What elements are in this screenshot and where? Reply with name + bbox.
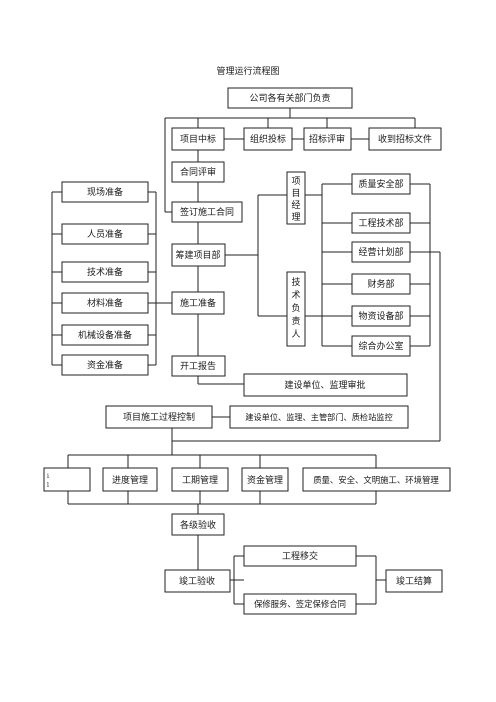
node-completion-acceptance: 竣工验收 xyxy=(164,569,231,593)
prep-item: 机械设备准备 xyxy=(61,324,149,346)
node-tech-lead: 技术负责人 xyxy=(286,271,306,347)
prep-item-label: 现场准备 xyxy=(87,186,123,198)
node-start-report: 开工报告 xyxy=(171,355,226,377)
svg-text:合同评审: 合同评审 xyxy=(180,166,216,178)
department-label: 经营计划部 xyxy=(358,246,403,258)
prep-item: 人员准备 xyxy=(61,223,149,245)
svg-text:组织投标: 组织投标 xyxy=(250,133,286,145)
chart-title: 管理运行流程图 xyxy=(216,65,279,77)
svg-text:开工报告: 开工报告 xyxy=(180,360,216,372)
department: 经营计划部 xyxy=(351,241,411,263)
prep-item-label: 资金准备 xyxy=(87,359,123,371)
prep-item: 材料准备 xyxy=(61,292,149,314)
node-sign-contract: 签订施工合同 xyxy=(171,201,243,223)
svg-text:竣工结算: 竣工结算 xyxy=(396,575,432,587)
department: 质量安全部 xyxy=(351,173,411,195)
node-project-manager: 项目经理 xyxy=(286,171,306,225)
svg-text:质量、安全、文明施工、环境管理: 质量、安全、文明施工、环境管理 xyxy=(313,475,439,485)
node-approval: 建设单位、监理审批 xyxy=(243,373,408,397)
node-prep-dept: 筹建项目部 xyxy=(171,243,226,267)
department-label: 财务部 xyxy=(367,278,394,290)
prep-item: 技术准备 xyxy=(61,261,149,283)
node-process-control: 项目施工过程控制 xyxy=(105,405,213,429)
node-company-depts: 公司各有关部门负责 xyxy=(227,87,353,109)
department-label: 物资设备部 xyxy=(358,310,403,322)
node-construction-prep: 施工准备 xyxy=(171,291,225,315)
svg-text:收到招标文件: 收到招标文件 xyxy=(378,133,432,145)
node-organize-bid: 组织投标 xyxy=(243,127,293,151)
svg-text:工程移交: 工程移交 xyxy=(282,550,318,562)
node-receive-docs: 收到招标文件 xyxy=(368,127,442,151)
prep-item-label: 材料准备 xyxy=(87,297,123,309)
svg-text:进度管理: 进度管理 xyxy=(112,474,148,486)
prep-item-label: 人员准备 xyxy=(87,228,123,240)
svg-text:建设单位、监理审批: 建设单位、监理审批 xyxy=(284,379,365,391)
svg-text:项目中标: 项目中标 xyxy=(180,133,216,145)
node-period-mgmt: 工期管理 xyxy=(171,467,229,492)
prep-item-label: 技术准备 xyxy=(87,266,123,278)
node-bid-review: 招标评审 xyxy=(303,127,352,151)
svg-text:保修服务、签定保修合同: 保修服务、签定保修合同 xyxy=(254,599,346,609)
node-quality-mgmt: 质量、安全、文明施工、环境管理 xyxy=(302,467,451,492)
svg-text:项目经理: 项目经理 xyxy=(291,176,300,223)
svg-text:工期管理: 工期管理 xyxy=(182,474,218,486)
node-warranty: 保修服务、签定保修合同 xyxy=(243,593,357,615)
node-schedule-mgmt: 进度管理 xyxy=(102,467,158,492)
prep-item: 资金准备 xyxy=(61,354,149,376)
node-final-settlement: 竣工结算 xyxy=(385,569,443,593)
connectors xyxy=(51,108,441,605)
node-contract-review: 合同评审 xyxy=(171,161,225,183)
node-fund-mgmt: 资金管理 xyxy=(241,467,289,492)
svg-text:资金管理: 资金管理 xyxy=(247,474,283,486)
department: 综合办公室 xyxy=(351,335,411,357)
svg-text:l: l xyxy=(47,482,49,489)
svg-text:施工准备: 施工准备 xyxy=(180,297,216,309)
node-project-bid: 项目中标 xyxy=(171,127,225,151)
svg-text:i: i xyxy=(47,473,49,480)
node-handover: 工程移交 xyxy=(243,545,357,567)
department: 财务部 xyxy=(351,273,411,295)
svg-text:建设单位、监理、主管部门、质检站监控: 建设单位、监理、主管部门、质检站监控 xyxy=(245,412,392,422)
department: 物资设备部 xyxy=(351,305,411,327)
svg-text:竣工验收: 竣工验收 xyxy=(179,575,215,587)
department-label: 工程技术部 xyxy=(358,217,403,229)
svg-text:签订施工合同: 签订施工合同 xyxy=(180,206,234,218)
prep-item: 现场准备 xyxy=(61,181,149,203)
svg-text:项目施工过程控制: 项目施工过程控制 xyxy=(123,411,195,423)
svg-text:各级验收: 各级验收 xyxy=(180,519,216,531)
svg-text:招标评审: 招标评审 xyxy=(309,133,345,145)
node-partial: i l xyxy=(43,467,91,492)
department: 工程技术部 xyxy=(351,212,411,234)
department-label: 综合办公室 xyxy=(358,340,403,352)
department-label: 质量安全部 xyxy=(358,178,403,190)
prep-item-label: 机械设备准备 xyxy=(78,329,132,341)
node-monitoring: 建设单位、监理、主管部门、质检站监控 xyxy=(229,405,409,429)
svg-text:公司各有关部门负责: 公司各有关部门负责 xyxy=(249,92,330,104)
svg-text:技术负责人: 技术负责人 xyxy=(291,276,300,340)
node-acceptance: 各级验收 xyxy=(171,513,225,536)
svg-text:筹建项目部: 筹建项目部 xyxy=(175,249,220,261)
